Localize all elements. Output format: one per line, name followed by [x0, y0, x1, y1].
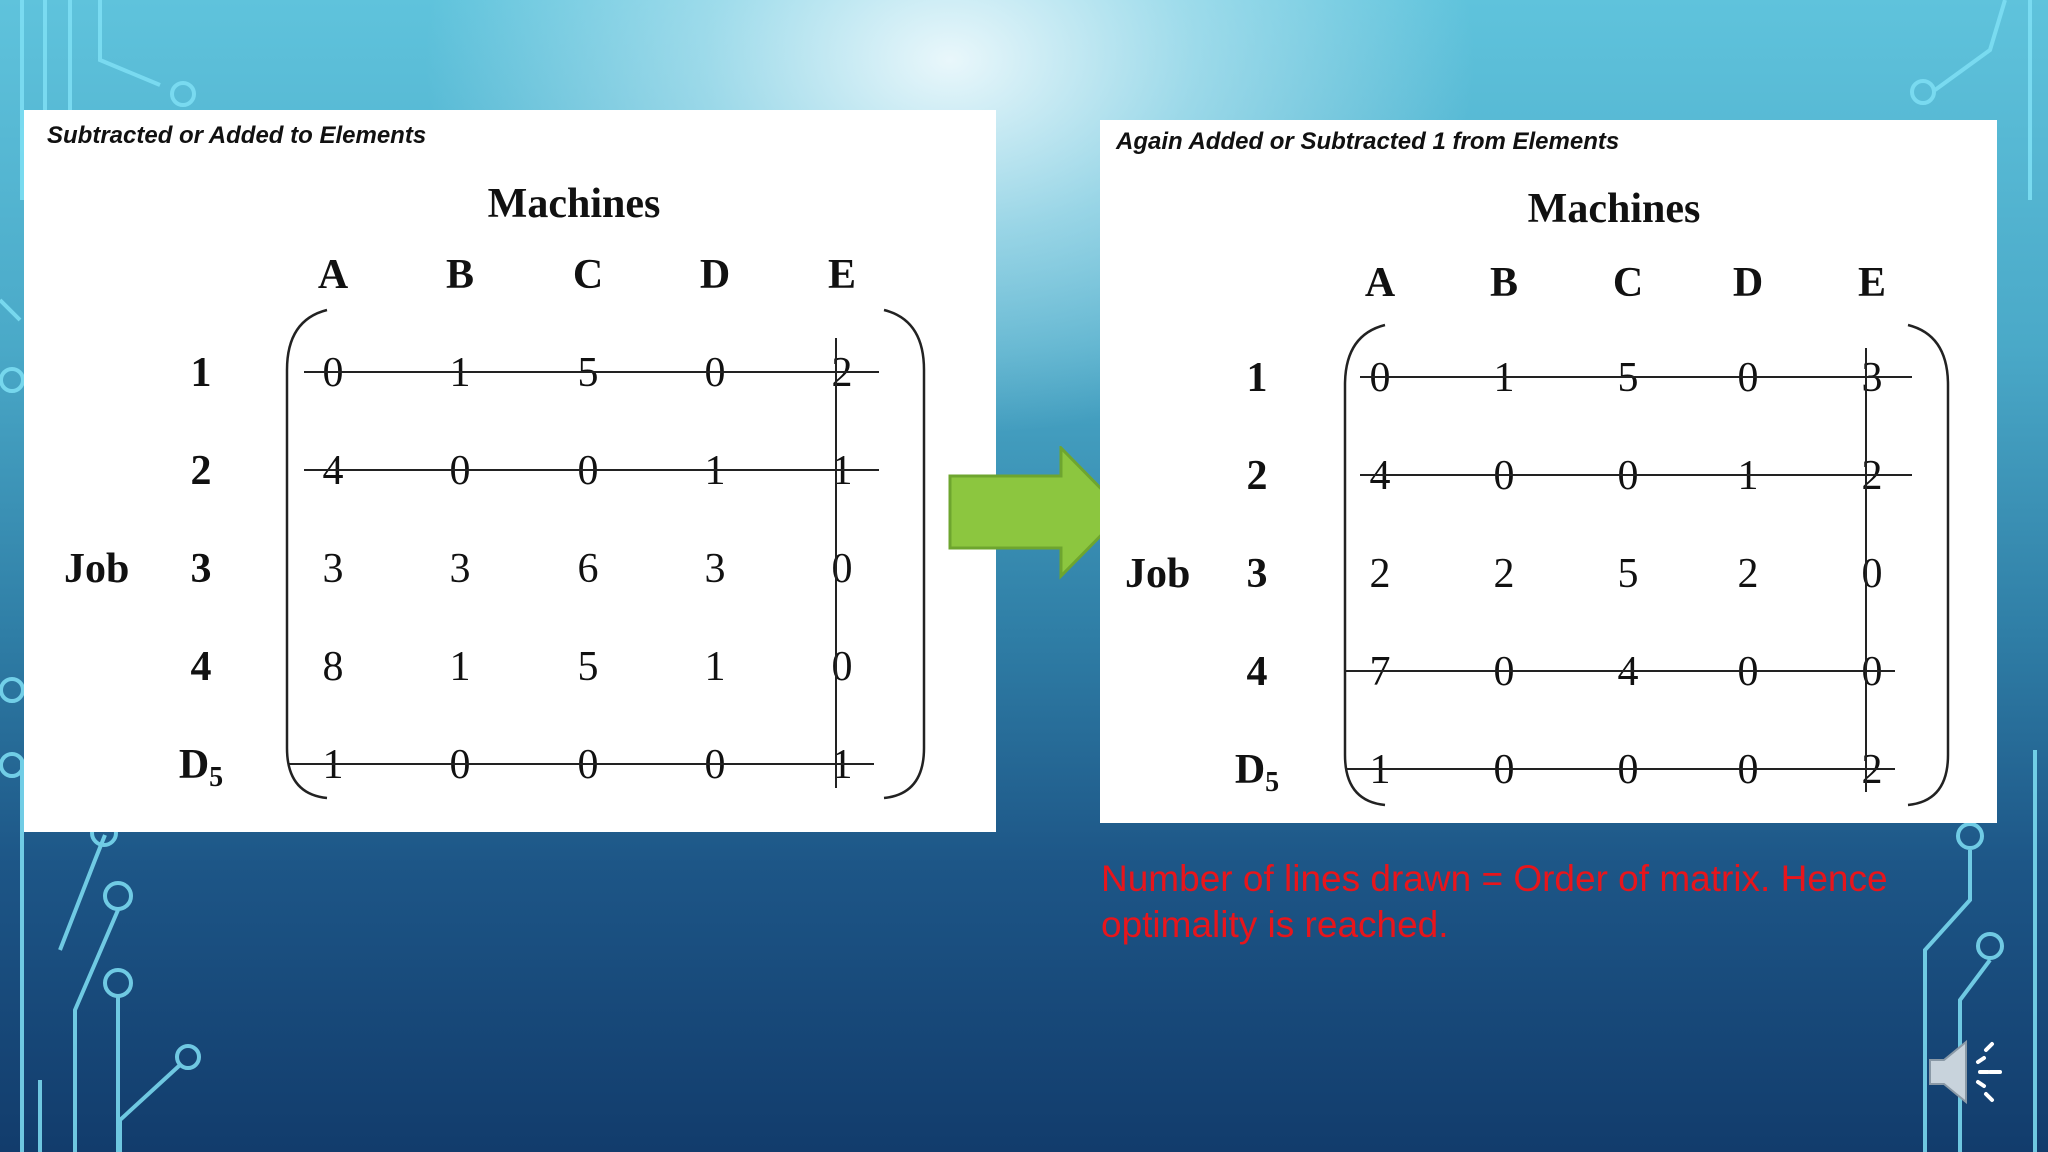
- matrix-panel-right: Again Added or Subtracted 1 from Element…: [1100, 120, 1997, 823]
- matrix-cell: 5: [1618, 551, 1639, 597]
- matrix-title: Machines: [488, 181, 661, 227]
- matrix-cell: 0: [1862, 551, 1883, 597]
- column-header-a: A: [318, 252, 349, 298]
- speaker-icon[interactable]: [1928, 1032, 2008, 1112]
- row-label: 3: [191, 546, 212, 592]
- row-label: 1: [191, 350, 212, 396]
- row-label: 4: [1247, 649, 1268, 695]
- right-arrow-icon: [948, 446, 1127, 580]
- matrix-cell: 1: [705, 644, 726, 690]
- conclusion-line-1: Number of lines drawn = Order of matrix.…: [1101, 858, 1888, 899]
- column-header-e: E: [1858, 260, 1886, 306]
- row-label: D5: [1235, 747, 1279, 798]
- row-label: 2: [191, 448, 212, 494]
- matrix-cell: 3: [450, 546, 471, 592]
- row-label: 2: [1247, 453, 1268, 499]
- panel-caption: Subtracted or Added to Elements: [47, 122, 427, 149]
- column-header-c: C: [573, 252, 603, 298]
- matrix-cell: 0: [832, 644, 853, 690]
- matrix-cell: 0: [832, 546, 853, 592]
- matrix-cell: 5: [578, 644, 599, 690]
- matrix-cell: 2: [1494, 551, 1515, 597]
- matrix-bracket-left: [285, 308, 328, 800]
- matrix-bracket-left: [1343, 323, 1386, 807]
- row-group-label: Job: [1125, 551, 1190, 597]
- column-header-a: A: [1365, 260, 1396, 306]
- matrix-cell: 2: [1370, 551, 1391, 597]
- column-header-e: E: [828, 252, 856, 298]
- row-label: 1: [1247, 355, 1268, 401]
- matrix-cell: 3: [323, 546, 344, 592]
- row-label: 3: [1247, 551, 1268, 597]
- matrix-cell: 2: [1738, 551, 1759, 597]
- column-header-d: D: [700, 252, 730, 298]
- matrix-panel-left: Subtracted or Added to Elements Machines…: [24, 110, 996, 832]
- column-header-b: B: [446, 252, 474, 298]
- column-header-c: C: [1613, 260, 1643, 306]
- row-group-label: Job: [64, 546, 129, 592]
- matrix-cell: 6: [578, 546, 599, 592]
- matrix-cell: 1: [450, 644, 471, 690]
- matrix-cell: 3: [705, 546, 726, 592]
- row-label-subscript: 5: [209, 762, 223, 793]
- matrix-bracket-right: [883, 308, 926, 800]
- conclusion-text: Number of lines drawn = Order of matrix.…: [1101, 856, 2001, 948]
- row-label-subscript: 5: [1265, 767, 1279, 798]
- matrix-cell: 8: [323, 644, 344, 690]
- panel-caption: Again Added or Subtracted 1 from Element…: [1116, 128, 1620, 155]
- conclusion-line-2: optimality is reached.: [1101, 904, 1449, 945]
- column-header-b: B: [1490, 260, 1518, 306]
- column-header-d: D: [1733, 260, 1763, 306]
- row-label: 4: [191, 644, 212, 690]
- matrix-title: Machines: [1528, 186, 1701, 232]
- matrix-bracket-right: [1907, 323, 1950, 807]
- row-label: D5: [179, 742, 223, 793]
